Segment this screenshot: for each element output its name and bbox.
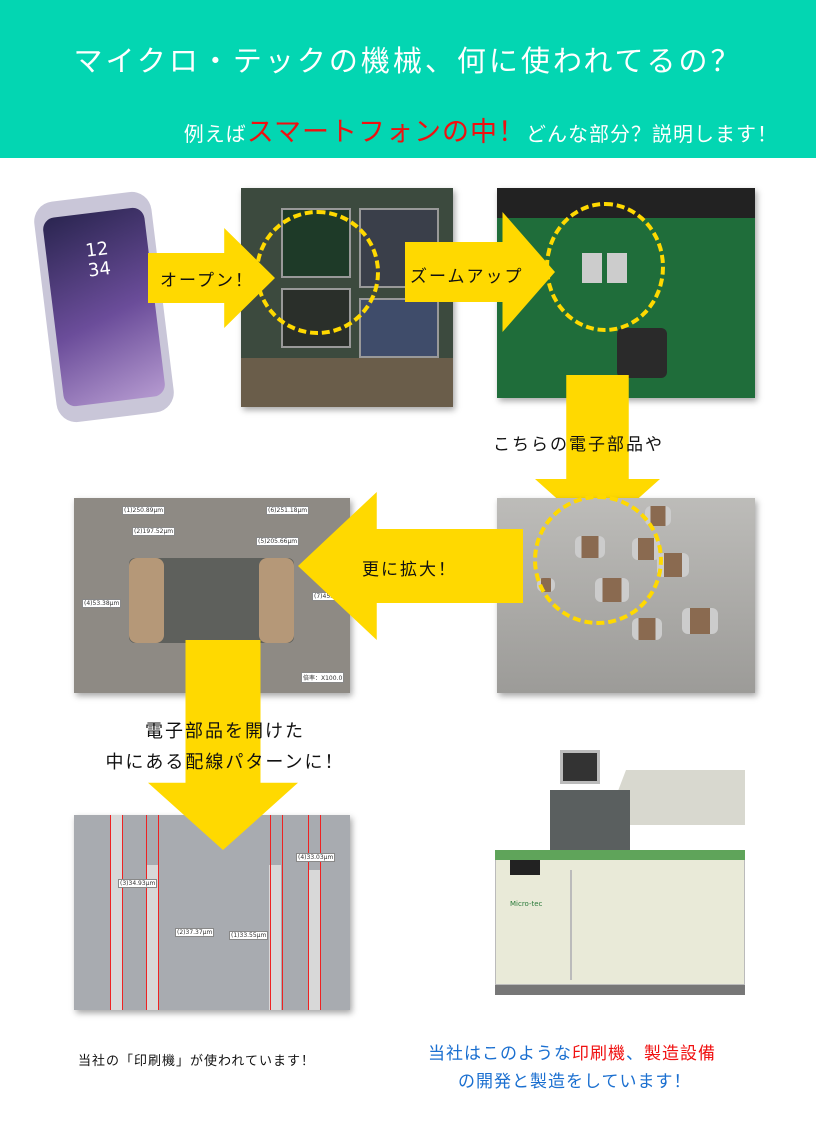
arrow-label-open: オープン！	[160, 271, 254, 291]
subtitle-prefix: 例えば	[183, 122, 247, 146]
measurement-label: (4)33.03μm	[296, 853, 336, 862]
highlight-circle	[255, 210, 380, 335]
subtitle: 例えばスマートフォンの中！どんな部分？説明します！	[184, 110, 778, 149]
highlight-circle	[533, 495, 663, 625]
wiring-pattern-image: (3)34.93μm (2)37.37μm (1)33.55μm (4)33.0…	[74, 815, 350, 1010]
caption-right-line2: の開発と製造をしています！	[458, 1072, 692, 1092]
label-components: こちらの電子部品や	[493, 435, 664, 455]
label-inside: 電子部品を開けた 中にある配線パターンに！	[60, 716, 390, 778]
measurement-label: (4)53.38μm	[82, 599, 122, 608]
label-inside-line1: 電子部品を開けた	[145, 721, 305, 742]
arrow-label-enlarge: 更に拡大！	[362, 560, 457, 580]
measurement-label: (2)37.37μm	[175, 928, 215, 937]
caption-right-d: 製造設備	[644, 1044, 716, 1064]
caption-left: 当社の「印刷機」が使われています！	[78, 1054, 315, 1069]
measurement-label: (2)197.52μm	[132, 527, 176, 536]
machine-brand: Micro-tec	[510, 900, 543, 908]
arrow-label-zoom: ズームアップ	[410, 267, 524, 287]
caption-right-a: 当社はこのような	[428, 1044, 572, 1064]
header-banner	[0, 0, 816, 158]
highlight-circle	[545, 202, 665, 332]
caption-right-c: 、	[626, 1044, 644, 1064]
subtitle-highlight: スマートフォンの中！	[246, 117, 526, 148]
magnification-label: 倍率：X100.0	[301, 672, 345, 683]
label-inside-line2: 中にある配線パターンに！	[105, 752, 345, 773]
printing-machine-image: Micro-tec	[490, 745, 750, 1000]
caption-right-b: 印刷機	[572, 1044, 626, 1064]
measurement-label: (5)205.66μm	[256, 537, 300, 546]
measurement-label: (6)251.18μm	[266, 506, 310, 515]
subtitle-suffix: どんな部分？説明します！	[526, 122, 778, 146]
measurement-label: (1)33.55μm	[229, 931, 269, 940]
measurement-label: (3)34.93μm	[118, 879, 158, 888]
caption-right: 当社はこのような印刷機、製造設備 の開発と製造をしています！	[428, 1040, 788, 1096]
page-title: マイクロ・テックの機械、何に使われてるの？	[73, 44, 743, 78]
measurement-label: (1)250.89μm	[122, 506, 166, 515]
